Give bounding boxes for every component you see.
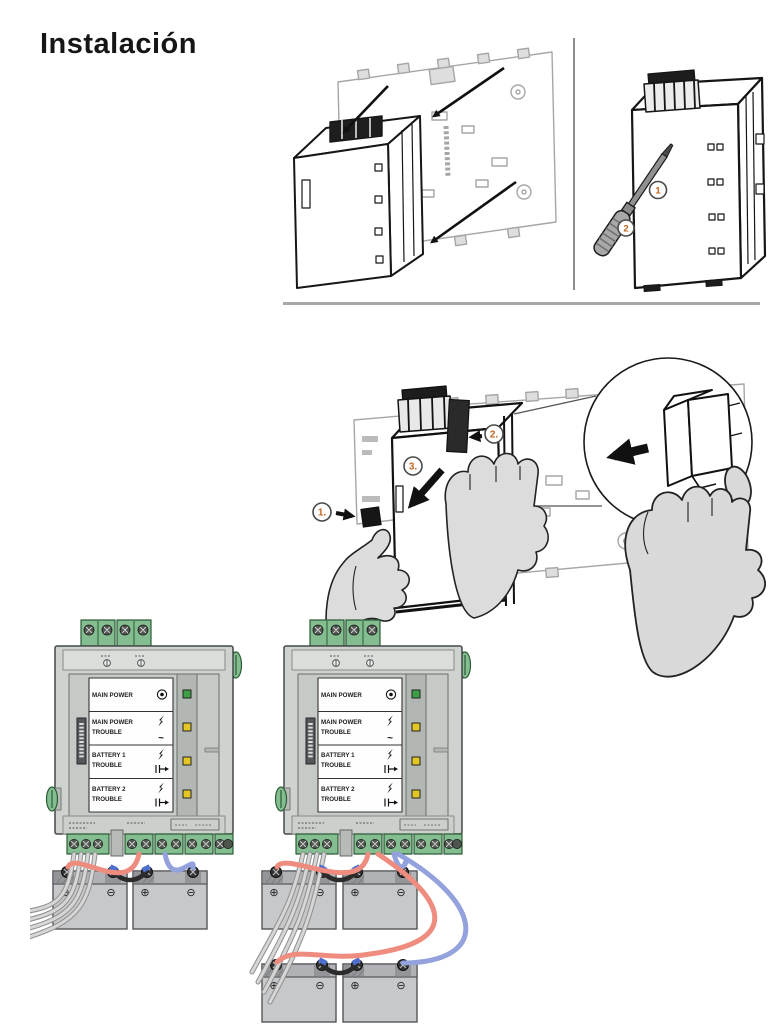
battery-wire-positive-2 bbox=[274, 851, 438, 965]
callout-step-1: 1. bbox=[312, 502, 356, 522]
callout-step-1: 1 bbox=[648, 180, 668, 200]
mounting-direction-arrows bbox=[342, 66, 517, 244]
magnifier-detail bbox=[513, 357, 753, 527]
callout-1-label: 1 bbox=[655, 186, 661, 197]
latch-release-arrow bbox=[606, 438, 650, 465]
figure-battery-wiring: MAIN POWER MAIN POWER TROUBLE ~ BATTERY … bbox=[30, 612, 530, 1023]
callout-2-label: 2. bbox=[490, 430, 499, 441]
battery-wire-positive bbox=[65, 851, 142, 876]
callout-1-label: 1. bbox=[318, 508, 327, 519]
psu-unit bbox=[276, 620, 471, 856]
psu-unit bbox=[47, 620, 242, 856]
mounting-module bbox=[293, 115, 424, 289]
page-title: Instalación bbox=[40, 28, 197, 60]
removal-direction-arrow bbox=[407, 467, 445, 509]
wires bbox=[30, 851, 196, 940]
battery-wire-negative-1 bbox=[391, 851, 409, 870]
wires bbox=[249, 851, 469, 1005]
big-hand bbox=[624, 465, 766, 678]
battery-wire-negative bbox=[162, 851, 196, 873]
gripping-hand bbox=[444, 452, 549, 619]
figure-module-mounting bbox=[293, 47, 557, 289]
callout-step-2: 2 bbox=[617, 219, 635, 237]
figure-divider-line bbox=[573, 38, 575, 290]
figure-module-removal: 1. 2. 3. bbox=[312, 357, 766, 678]
callout-2-label: 2 bbox=[623, 224, 628, 235]
battery-jumper-wire bbox=[319, 961, 360, 976]
wiring-diagram-two-batteries bbox=[30, 620, 242, 940]
callout-3-label: 3. bbox=[409, 462, 418, 473]
battery-wire-negative-2 bbox=[395, 851, 469, 966]
latch-piece-detail bbox=[663, 389, 743, 489]
wiring-diagram-four-batteries bbox=[249, 620, 471, 1023]
battery-wire-positive-1 bbox=[274, 851, 371, 876]
callout-step-3: 3. bbox=[403, 456, 423, 476]
module-body bbox=[630, 69, 767, 292]
section-divider-rule bbox=[283, 302, 760, 305]
battery-jumper-wire bbox=[319, 868, 360, 883]
figure-screwdriver-release: 1 2 bbox=[593, 69, 767, 292]
callout-step-2: 2. bbox=[468, 424, 504, 444]
latch-piece-on-module bbox=[446, 398, 470, 454]
